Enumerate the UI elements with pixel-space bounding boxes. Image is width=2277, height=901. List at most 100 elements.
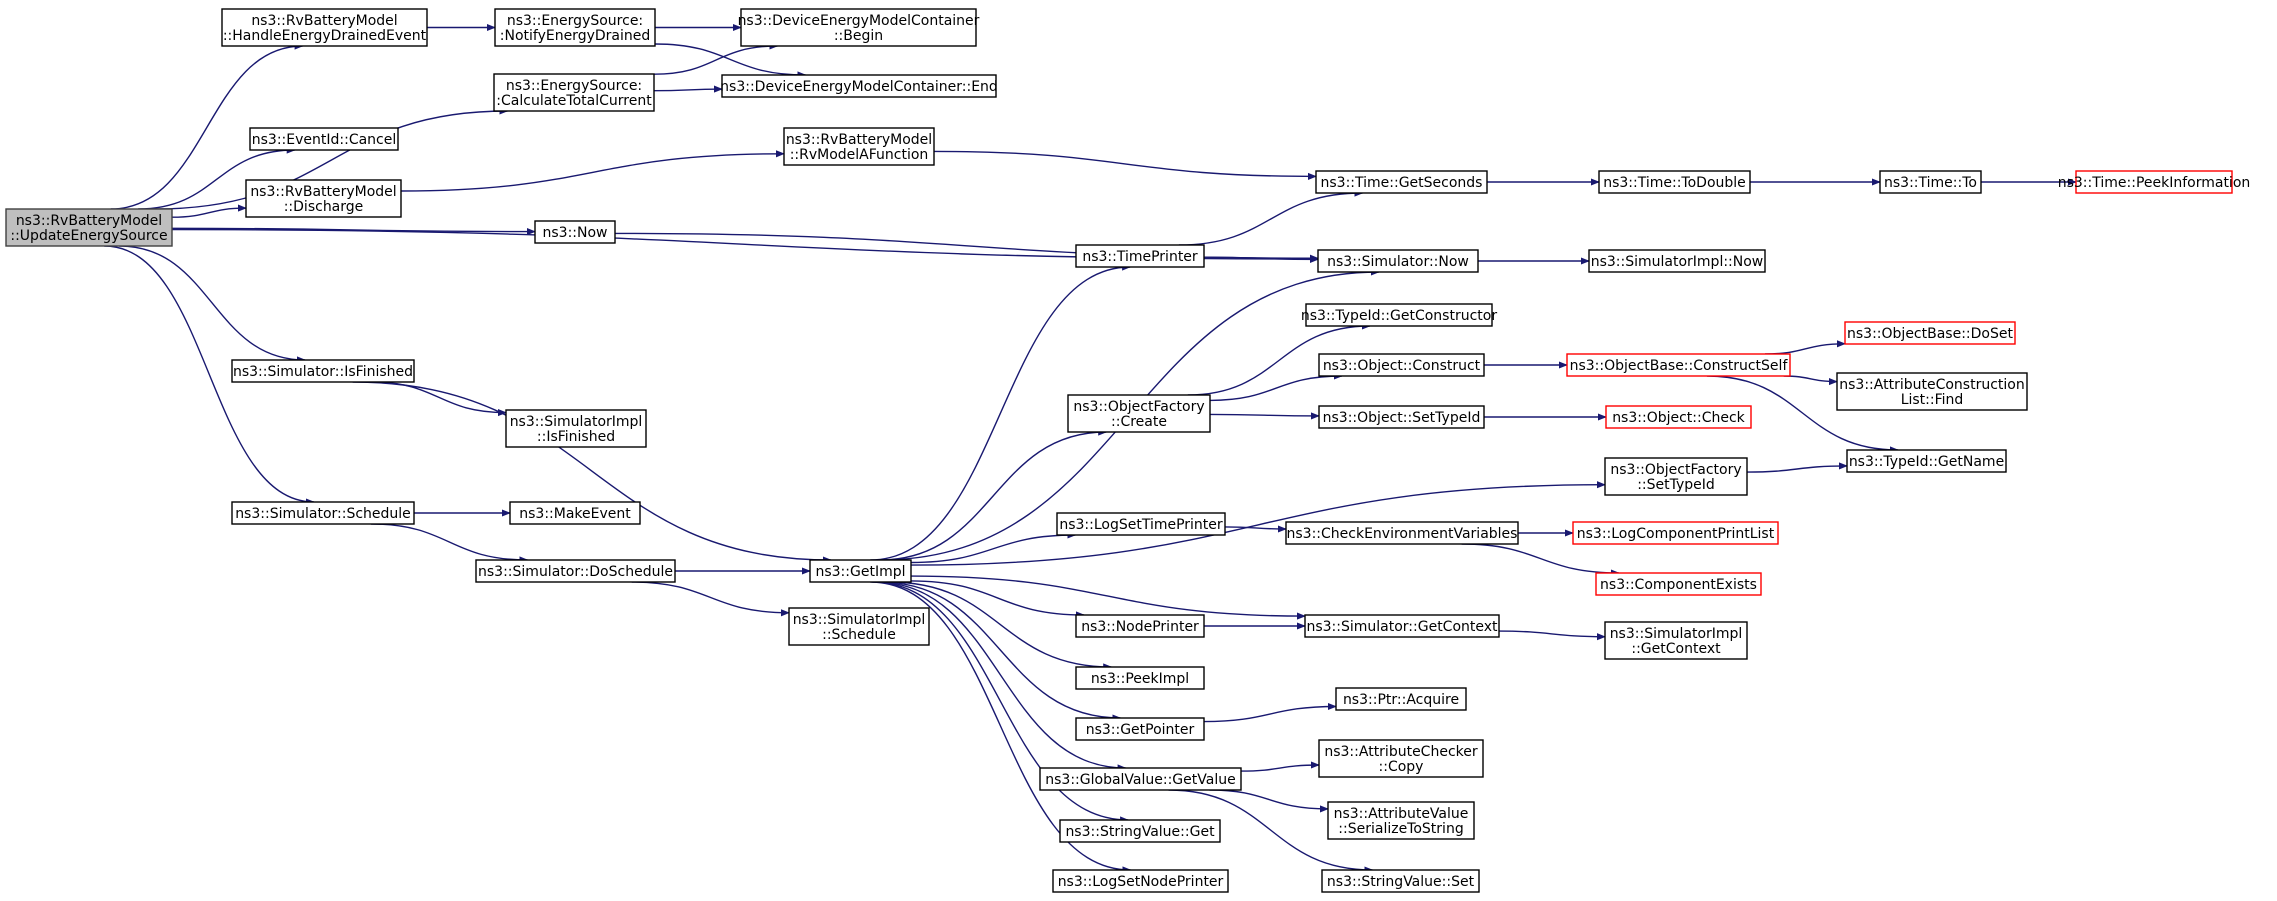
node-box <box>1879 170 1982 194</box>
node-box <box>1052 869 1229 893</box>
graph-node[interactable]: ns3::ObjectBase::DoSet <box>1844 321 2016 345</box>
node-label: ns3::EnergySource: <box>507 13 643 29</box>
node-label: List::Find <box>1901 392 1964 408</box>
node-label: ns3::CheckEnvironmentVariables <box>1287 526 1518 542</box>
edge-n44-to-n46 <box>1209 789 1329 813</box>
graph-node[interactable]: ns3::LogComponentPrintList <box>1572 521 1779 545</box>
root-node[interactable]: ns3::RvBatteryModel::UpdateEnergySource <box>5 208 173 247</box>
edge-n8-to-n9 <box>933 150 1317 180</box>
graph-node[interactable]: ns3::RvBatteryModel::Discharge <box>245 179 402 218</box>
graph-node[interactable]: ns3::StringValue::Set <box>1321 869 1480 893</box>
edge-n5-to-n3 <box>653 42 779 75</box>
edge-n20-to-n22 <box>370 523 529 564</box>
edge-n19-to-n25 <box>879 428 1108 561</box>
graph-node[interactable]: ns3::EnergySource::NotifyEnergyDrained <box>494 8 656 47</box>
node-box <box>1285 521 1519 545</box>
node-label: ns3::MakeEvent <box>519 506 631 522</box>
node-box <box>1075 717 1205 741</box>
node-label: ns3::Simulator::Now <box>1327 254 1469 270</box>
node-box <box>1836 372 2028 411</box>
graph-node[interactable]: ns3::Object::Construct <box>1318 353 1485 377</box>
node-label: ns3::SimulatorImpl <box>793 612 926 628</box>
node-box <box>788 607 930 646</box>
graph-node[interactable]: ns3::TypeId::GetConstructor <box>1301 303 1497 327</box>
graph-node[interactable]: ns3::DeviceEnergyModelContainer::Begin <box>738 8 980 47</box>
node-box <box>1075 244 1205 268</box>
graph-node[interactable]: ns3::Simulator::Schedule <box>231 501 415 525</box>
graph-node[interactable]: ns3::EventId::Cancel <box>249 127 399 151</box>
graph-node[interactable]: ns3::Now <box>534 220 616 244</box>
graph-node[interactable]: ns3::SimulatorImpl::Now <box>1588 249 1766 273</box>
node-label: ns3::DeviceEnergyModelContainer::End <box>720 79 998 95</box>
graph-node[interactable]: ns3::Time::To <box>1879 170 1982 194</box>
node-label: ns3::ComponentExists <box>1600 577 1757 593</box>
node-box <box>1605 405 1752 429</box>
node-label: ns3::Ptr::Acquire <box>1343 692 1459 708</box>
edge-n25-to-n24 <box>1187 322 1371 396</box>
graph-node[interactable]: ns3::GlobalValue::GetValue <box>1039 767 1242 791</box>
graph-node[interactable]: ns3::SimulatorImpl::Schedule <box>788 607 930 646</box>
graph-node[interactable]: ns3::LogSetNodePrinter <box>1052 869 1229 893</box>
graph-node[interactable]: ns3::DeviceEnergyModelContainer::End <box>720 74 998 98</box>
node-label: :CalculateTotalCurrent <box>496 93 652 109</box>
edge-n0-to-n13 <box>171 227 536 236</box>
graph-node[interactable]: ns3::Object::Check <box>1605 405 1752 429</box>
graph-node[interactable]: ns3::NodePrinter <box>1075 614 1205 638</box>
node-label: ns3::AttributeConstruction <box>1839 377 2024 393</box>
graph-node[interactable]: ns3::AttributeValue::SerializeToString <box>1327 801 1475 840</box>
node-box <box>1059 819 1221 843</box>
node-label: ns3::ObjectFactory <box>1073 399 1204 415</box>
edge-n19-to-n32 <box>910 481 1606 566</box>
graph-node[interactable]: ns3::Time::ToDouble <box>1598 170 1751 194</box>
graph-node[interactable]: ns3::ComponentExists <box>1595 572 1762 596</box>
edge-n25-to-n26 <box>1209 372 1343 402</box>
node-layer: ns3::RvBatteryModel::UpdateEnergySourcen… <box>5 8 2251 893</box>
graph-node[interactable]: ns3::ObjectBase::ConstructSelf <box>1566 353 1791 377</box>
graph-node[interactable]: ns3::Simulator::Now <box>1317 249 1479 273</box>
graph-node[interactable]: ns3::AttributeChecker::Copy <box>1318 739 1484 778</box>
node-box <box>1566 353 1791 377</box>
graph-node[interactable]: ns3::Simulator::DoSchedule <box>475 559 676 583</box>
node-box <box>1318 353 1485 377</box>
graph-node[interactable]: ns3::Time::PeekInformation <box>2058 170 2251 194</box>
graph-node[interactable]: ns3::Ptr::Acquire <box>1335 687 1467 711</box>
graph-node[interactable]: ns3::TimePrinter <box>1075 244 1205 268</box>
graph-node[interactable]: ns3::CheckEnvironmentVariables <box>1285 521 1519 545</box>
graph-node[interactable]: ns3::Simulator::IsFinished <box>231 359 415 383</box>
node-box <box>1588 249 1766 273</box>
edge-n25-to-n30 <box>1209 412 1320 420</box>
graph-node[interactable]: ns3::RvBatteryModel::RvModelAFunction <box>783 127 935 166</box>
node-box <box>1598 170 1751 194</box>
edge-n0-to-n17 <box>119 245 306 364</box>
graph-node[interactable]: ns3::GetPointer <box>1075 717 1205 741</box>
graph-node[interactable]: ns3::PeekImpl <box>1075 666 1205 690</box>
graph-node[interactable]: ns3::Simulator::GetContext <box>1304 614 1500 638</box>
node-label: ns3::SimulatorImpl <box>1610 626 1743 642</box>
node-box <box>1075 614 1205 638</box>
graph-node[interactable]: ns3::MakeEvent <box>509 501 641 525</box>
node-label: ns3::TypeId::GetConstructor <box>1301 308 1497 324</box>
node-label: ns3::Time::To <box>1884 175 1977 191</box>
node-box <box>1039 767 1242 791</box>
node-label: ns3::GetImpl <box>815 564 905 580</box>
node-box <box>221 8 428 47</box>
graph-node[interactable]: ns3::TypeId::GetName <box>1846 449 2007 473</box>
graph-node[interactable]: ns3::StringValue::Get <box>1059 819 1221 843</box>
graph-node[interactable]: ns3::SimulatorImpl::GetContext <box>1604 621 1748 660</box>
node-box <box>1572 521 1779 545</box>
node-box <box>1846 449 2007 473</box>
graph-node[interactable]: ns3::LogSetTimePrinter <box>1056 512 1226 536</box>
graph-node[interactable]: ns3::RvBatteryModel::HandleEnergyDrained… <box>221 8 428 47</box>
graph-node[interactable]: ns3::Object::SetTypeId <box>1318 405 1485 429</box>
node-box <box>475 559 676 583</box>
edge-n42-to-n43 <box>1203 702 1337 723</box>
graph-node[interactable]: ns3::ObjectFactory::SetTypeId <box>1604 457 1748 496</box>
node-label: ns3::Time::PeekInformation <box>2058 175 2251 191</box>
graph-node[interactable]: ns3::EnergySource::CalculateTotalCurrent <box>493 73 655 112</box>
graph-node[interactable]: ns3::SimulatorImpl::IsFinished <box>505 409 647 448</box>
graph-node[interactable]: ns3::Time::GetSeconds <box>1315 170 1488 194</box>
graph-node[interactable]: ns3::ObjectFactory::Create <box>1067 394 1211 433</box>
edge-n27-to-n28 <box>1764 340 1846 355</box>
graph-node[interactable]: ns3::GetImpl <box>809 559 912 583</box>
